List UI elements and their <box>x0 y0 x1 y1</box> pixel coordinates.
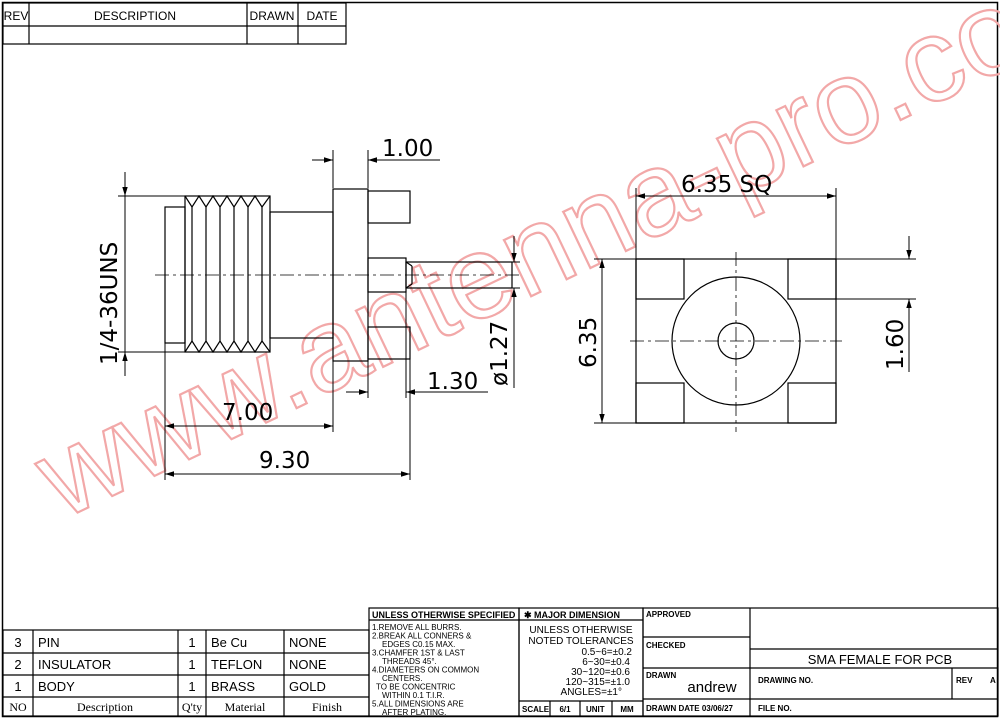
unit-value: MM <box>620 705 634 714</box>
revision-table <box>2 2 347 45</box>
bom-row-2-finish: NONE <box>289 657 327 672</box>
dim-square-width: 6.35 SQ <box>681 172 772 198</box>
tolerance-header: ✱ MAJOR DIMENSION <box>524 610 620 620</box>
dim-pin-dia-label: ø1.27 <box>487 321 513 386</box>
bom-header-finish: Finish <box>312 700 342 714</box>
description-header: DESCRIPTION <box>94 9 176 23</box>
bom-row-2-desc: INSULATOR <box>38 657 111 672</box>
notes-header: UNLESS OTHERWISE SPECIFIED <box>372 610 516 620</box>
dim-1-00 <box>312 150 440 188</box>
approved-label: APPROVED <box>646 610 691 619</box>
bom-header-material: Material <box>225 700 266 714</box>
tol-line-6: 120~315=±1.0 <box>566 677 631 688</box>
tol-line-1: UNLESS OTHERWISE <box>529 625 632 636</box>
scale-value: 6/1 <box>559 705 571 714</box>
checked-label: CHECKED <box>646 641 686 650</box>
dim-1-60 <box>836 236 916 372</box>
rev-label: REV <box>956 676 973 685</box>
bom-header-description: Description <box>77 700 133 714</box>
drawing-no-label: DRAWING NO. <box>758 676 813 685</box>
note-line-11: AFTER PLATING. <box>382 708 446 717</box>
rev-value: A <box>990 676 996 685</box>
bom-row-1-no: 1 <box>14 679 21 694</box>
dim-leg-size: 1.60 <box>883 319 909 370</box>
bom-row-2-material: TEFLON <box>211 657 262 672</box>
bom-row-1-material: BRASS <box>211 679 255 694</box>
drawn-by: andrew <box>687 679 736 696</box>
bom-row-3-qty: 1 <box>188 635 195 650</box>
bom-row-1-finish: GOLD <box>289 679 326 694</box>
bom-row-3-material: Be Cu <box>211 635 247 650</box>
bom-row-1-desc: BODY <box>38 679 75 694</box>
note-line-7: CENTERS. <box>382 674 422 683</box>
bom-header-qty: Q'ty <box>182 700 202 714</box>
tol-line-3: 0.5~6=±0.2 <box>581 647 632 658</box>
bom-row-3-no: 3 <box>14 635 21 650</box>
dim-pin-dia <box>511 236 520 388</box>
drawn-header: DRAWN <box>250 9 295 23</box>
scale-label: SCALE <box>522 705 550 714</box>
dim-thread-label: 1/4-36UNS <box>97 242 123 365</box>
tol-line-2: NOTED TOLERANCES <box>528 636 634 647</box>
rev-header: REV <box>4 9 29 23</box>
dim-body-length: 7.00 <box>222 400 273 426</box>
note-line-3: EDGES C0.15 MAX. <box>382 640 455 649</box>
dim-overall-length: 9.30 <box>259 448 310 474</box>
note-line-8: TO BE CONCENTRIC <box>376 683 456 692</box>
date-header: DATE <box>306 9 337 23</box>
bom-header-no: NO <box>9 700 27 714</box>
watermark-text: www.antenna-pro.com <box>15 0 1000 544</box>
dim-top-flange: 1.00 <box>382 136 433 162</box>
note-line-6: 4.DIAMETERS ON COMMON <box>372 666 479 675</box>
tol-line-7: ANGLES=±1° <box>561 687 622 698</box>
drawing-title: SMA FEMALE FOR PCB <box>808 652 952 667</box>
note-line-1: 1.REMOVE ALL BURRS. <box>372 623 462 632</box>
bom-row-1-qty: 1 <box>188 679 195 694</box>
bom-row-2-qty: 1 <box>188 657 195 672</box>
bom-row-2-no: 2 <box>14 657 21 672</box>
drawn-date: DRAWN DATE 03/06/27 <box>646 704 734 713</box>
dim-pin-length: 1.30 <box>427 369 478 395</box>
note-line-5: THREADS 45°. <box>382 657 437 666</box>
dim-6-35-sq <box>635 188 837 259</box>
bom-row-3-desc: PIN <box>38 635 60 650</box>
drawn-label: DRAWN <box>646 671 676 680</box>
bom-table <box>2 629 370 717</box>
note-line-9: WITHIN 0.1 T.I.R. <box>382 691 445 700</box>
title-block <box>642 607 999 717</box>
watermark: www.antenna-pro.com <box>14 0 1000 545</box>
tol-line-5: 30~120=±0.6 <box>571 667 630 678</box>
dim-7-00 <box>164 343 334 480</box>
unit-label: UNIT <box>586 705 605 714</box>
dim-6-35-v <box>594 258 636 424</box>
note-line-10: 5.ALL DIMENSIONS ARE <box>372 700 464 709</box>
note-line-4: 3.CHAMFER 1ST & LAST <box>372 649 465 658</box>
tol-line-4: 6~30=±0.4 <box>582 657 630 668</box>
dim-9-30 <box>165 359 411 480</box>
dim-1-30 <box>346 292 488 398</box>
dim-square-height: 6.35 <box>576 317 602 368</box>
note-line-2: 2.BREAK ALL CONNERS & <box>372 632 472 641</box>
bom-row-3-finish: NONE <box>289 635 327 650</box>
dim-thread <box>118 172 185 376</box>
file-no-label: FILE NO. <box>758 704 792 713</box>
